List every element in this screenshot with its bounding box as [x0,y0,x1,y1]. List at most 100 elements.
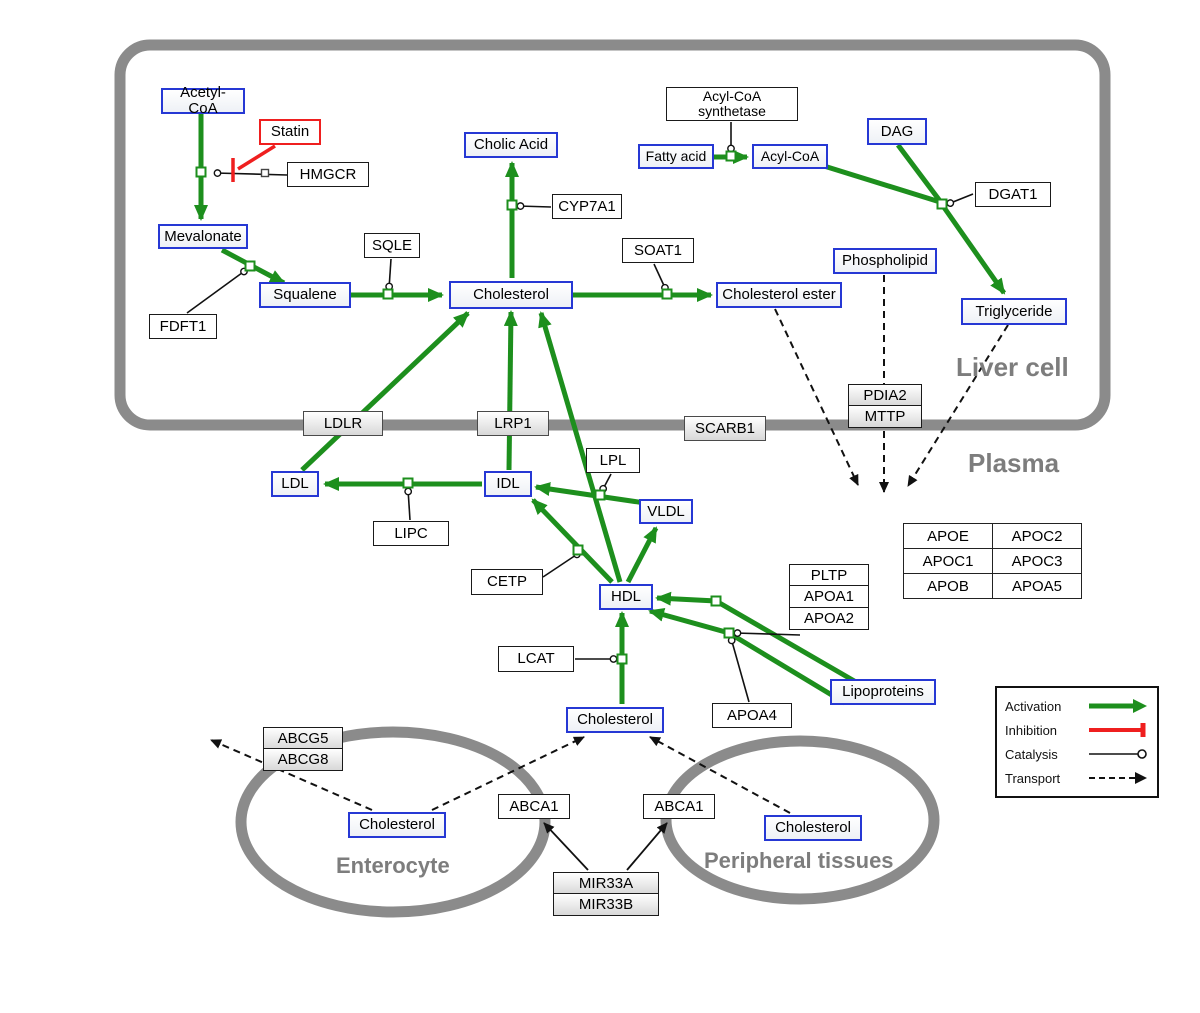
transport-cholesterolester-plasma [774,308,859,486]
transport-icon [1089,772,1147,784]
node-ldlr: LDLR [303,411,383,436]
reaction-node [725,150,737,162]
node-dag: DAG [867,118,927,145]
liver-cell-label: Liver cell [956,352,1069,382]
node-abca1-right: ABCA1 [643,794,715,819]
catalysis-cyp7a1 [516,202,552,210]
node-fdft1: FDFT1 [149,314,217,339]
node-lipc: LIPC [373,521,449,546]
legend-activation-label: Activation [1005,698,1062,714]
reaction-node [506,199,518,211]
legend-inhibition-row: Inhibition [1005,718,1149,742]
apo-cell: APOC2 [992,523,1082,549]
catalysis-pltp-apoa [733,629,801,637]
edge-acylcoa-dgat1node [823,163,941,205]
legend-catalysis-label: Catalysis [1005,746,1058,762]
reaction-node [195,166,207,178]
edge-ldl-ldlr-cholesterol [300,311,470,472]
peripheral-tissues-label: Peripheral tissues [704,848,894,873]
catalysis-lipc [404,487,413,521]
legend-transport-label: Transport [1005,770,1061,786]
enterocyte-label: Enterocyte [336,853,450,878]
node-pltp-apoa-stack: PLTP APOA1 APOA2 [789,564,869,630]
node-cholesterol-enterocyte: Cholesterol [348,812,446,838]
node-pdia2: PDIA2 [848,384,922,407]
inhibition-statin-line [237,144,276,171]
node-mir33a: MIR33A [553,872,659,895]
node-mir33b: MIR33B [553,893,659,917]
catalysis-dgat1 [946,193,974,207]
node-vldl: VLDL [639,499,693,524]
hmgcr-junction-node [260,168,270,178]
catalysis-icon [1089,749,1147,759]
edge-hdl-cetp-idl [531,498,614,584]
reaction-node [572,544,584,556]
catalysis-fdft1 [186,267,248,314]
reaction-node [710,595,722,607]
node-abca1-left: ABCA1 [498,794,570,819]
reaction-node [661,288,673,300]
reaction-node [616,653,628,665]
reaction-node [936,198,948,210]
plasma-label: Plasma [968,448,1060,478]
transport-cholesterol-abcg5g8-out [210,739,373,811]
node-cholesterol-ester: Cholesterol ester [716,282,842,308]
node-idl: IDL [484,471,532,497]
node-cetp: CETP [471,569,543,595]
node-apoa2: APOA2 [789,606,869,630]
reaction-node [382,288,394,300]
node-hmgcr: HMGCR [287,162,369,187]
node-statin: Statin [259,119,321,145]
node-cyp7a1: CYP7A1 [552,194,622,219]
legend: Activation Inhibition Catalysis Transpor… [995,686,1159,798]
apolipoprotein-table: APOE APOC2 APOC1 APOC3 APOB APOA5 [903,523,1082,599]
apo-cell: APOE [903,523,993,549]
node-hdl: HDL [599,584,653,610]
apo-cell: APOC3 [992,548,1082,574]
transport-triglyceride-plasma [907,324,1009,487]
reaction-node [402,477,414,489]
legend-transport-row: Transport [1005,766,1149,790]
reaction-node [723,627,735,639]
inhibition-icon [1089,723,1146,737]
node-apoa1: APOA1 [789,585,869,609]
peripheral-tissues-membrane [660,735,940,905]
edge-hdl-cholesterol-liver [538,311,623,583]
node-squalene: Squalene [259,282,351,308]
node-acyl-coa: Acyl-CoA [752,144,828,169]
edge-dgat1node-triglyceride [940,204,1007,295]
node-pdia2-mttp-stack: PDIA2 MTTP [848,384,922,429]
node-mir33-stack: MIR33A MIR33B [553,872,659,917]
node-cholesterol-peripheral: Cholesterol [764,815,862,841]
catalysis-hmgcr [213,169,288,177]
edge-vldl-idl [534,482,646,506]
apo-cell: APOC1 [903,548,993,574]
edge-dag-dgat1node [896,143,942,203]
node-abcg-stack: ABCG5 ABCG8 [263,727,343,772]
node-abcg5: ABCG5 [263,727,343,750]
transport-enterocyte-cholesterol-plasma [431,736,585,811]
catalysis-lpl [599,473,612,493]
catalysis-cetp [542,550,581,578]
node-cholic-acid: Cholic Acid [464,132,558,158]
edge-mir33-abca1-right [626,822,668,871]
catalysis-apoa4 [727,636,750,703]
node-sqle: SQLE [364,233,420,258]
node-acyl-coa-synthetase: Acyl-CoA synthetase [666,87,798,121]
node-triglyceride: Triglyceride [961,298,1067,325]
node-cholesterol-plasma: Cholesterol [566,707,664,733]
liver-cell-membrane [114,39,1111,431]
node-lrp1: LRP1 [477,411,549,436]
reaction-node [594,489,606,501]
node-dgat1: DGAT1 [975,182,1051,207]
node-pltp: PLTP [789,564,869,587]
node-scarb1: SCARB1 [684,416,766,441]
catalysis-sqle [385,258,394,291]
edge-hdl-vldl [625,526,659,584]
legend-activation-row: Activation [1005,694,1149,718]
node-lcat: LCAT [498,646,574,672]
node-ldl: LDL [271,471,319,497]
node-mttp: MTTP [848,405,922,429]
